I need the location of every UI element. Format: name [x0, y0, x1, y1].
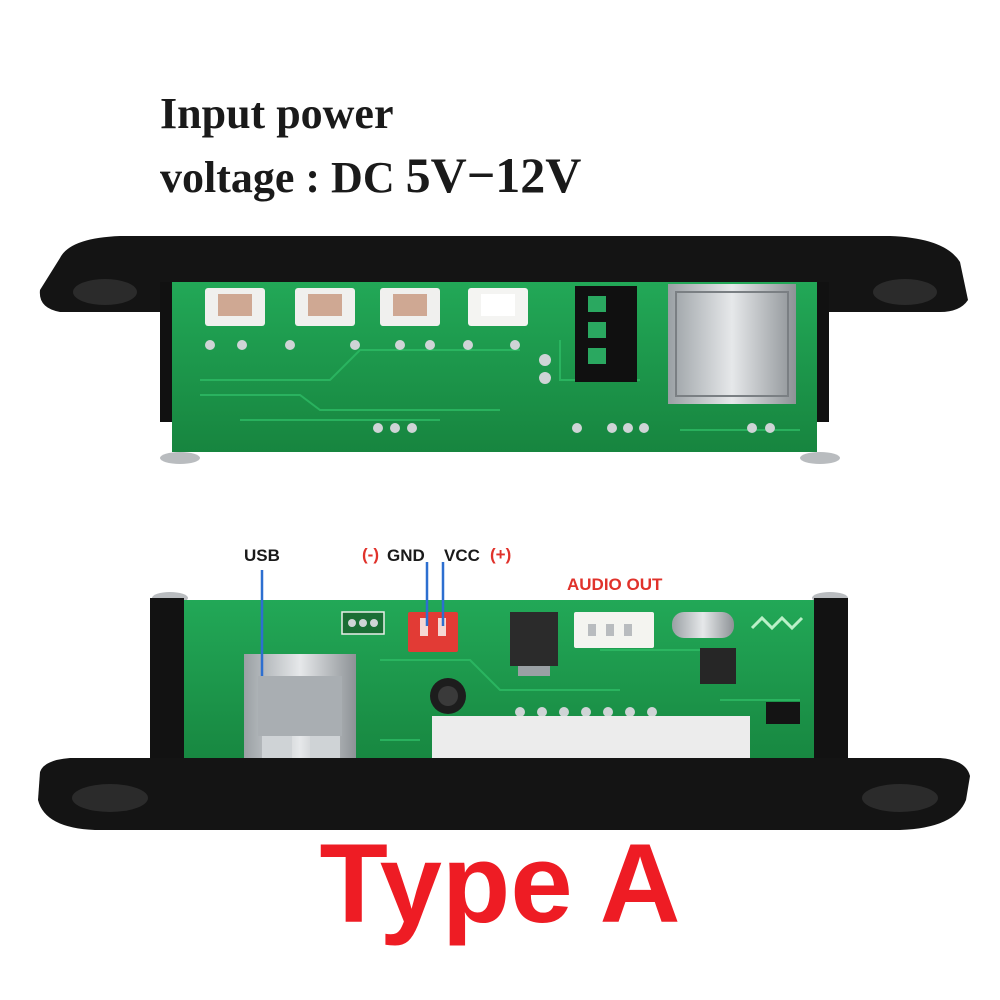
- top-screw-right: [800, 452, 840, 464]
- vcc-label: VCC: [444, 546, 480, 565]
- bottom-board: [38, 592, 970, 830]
- gnd-label: GND: [387, 546, 425, 565]
- heading-line-1: Input power: [160, 89, 394, 138]
- top-post-left: [160, 282, 174, 422]
- usb-port-opening: [258, 676, 342, 736]
- top-board: [39, 236, 969, 464]
- bluetooth-antenna: [750, 615, 804, 631]
- bottom-post-right: [814, 598, 848, 773]
- bottom-bezel: [38, 758, 970, 830]
- bluetooth-chip: [700, 648, 736, 684]
- bottom-post-left: [150, 598, 184, 773]
- top-header-windows: [588, 296, 606, 364]
- top-bezel-hole-right: [873, 279, 937, 305]
- heading-voltage-prefix: voltage : DC: [160, 153, 406, 202]
- power-spec-heading: Input power voltage : DC 5V−12V: [160, 89, 581, 201]
- vcc-positive-sign: (+): [490, 545, 512, 564]
- audio-out-label: AUDIO OUT: [567, 575, 663, 594]
- voltage-regulator: [510, 612, 558, 666]
- top-bezel-hole-left: [73, 279, 137, 305]
- ir-receiver: [766, 702, 800, 724]
- sd-card-slot-frame: [675, 291, 789, 397]
- bottom-pin-row: [515, 707, 657, 717]
- top-pads: [205, 340, 775, 433]
- sd-card-slot: [668, 284, 796, 404]
- callout-lines: [260, 562, 445, 676]
- usb-label: USB: [244, 546, 280, 565]
- bottom-traces: [380, 649, 800, 741]
- top-post-right: [815, 282, 829, 422]
- top-switches: [205, 288, 528, 326]
- switch-3-cap: [393, 294, 427, 316]
- heading-voltage-value: 5V−12V: [405, 147, 582, 203]
- gnd-negative-sign: (-): [362, 545, 379, 564]
- top-screw-left: [160, 452, 200, 464]
- heading-line-2: voltage : DC 5V−12V: [160, 150, 581, 200]
- switch-2-cap: [308, 294, 342, 316]
- switch-1-cap: [218, 294, 252, 316]
- bottom-bezel-hole-right: [862, 784, 938, 812]
- switch-4-cap: [481, 294, 515, 316]
- bottom-bezel-hole-left: [72, 784, 148, 812]
- crystal-oscillator: [672, 612, 734, 638]
- power-connector: [408, 612, 458, 652]
- type-a-caption: Type A: [319, 821, 681, 946]
